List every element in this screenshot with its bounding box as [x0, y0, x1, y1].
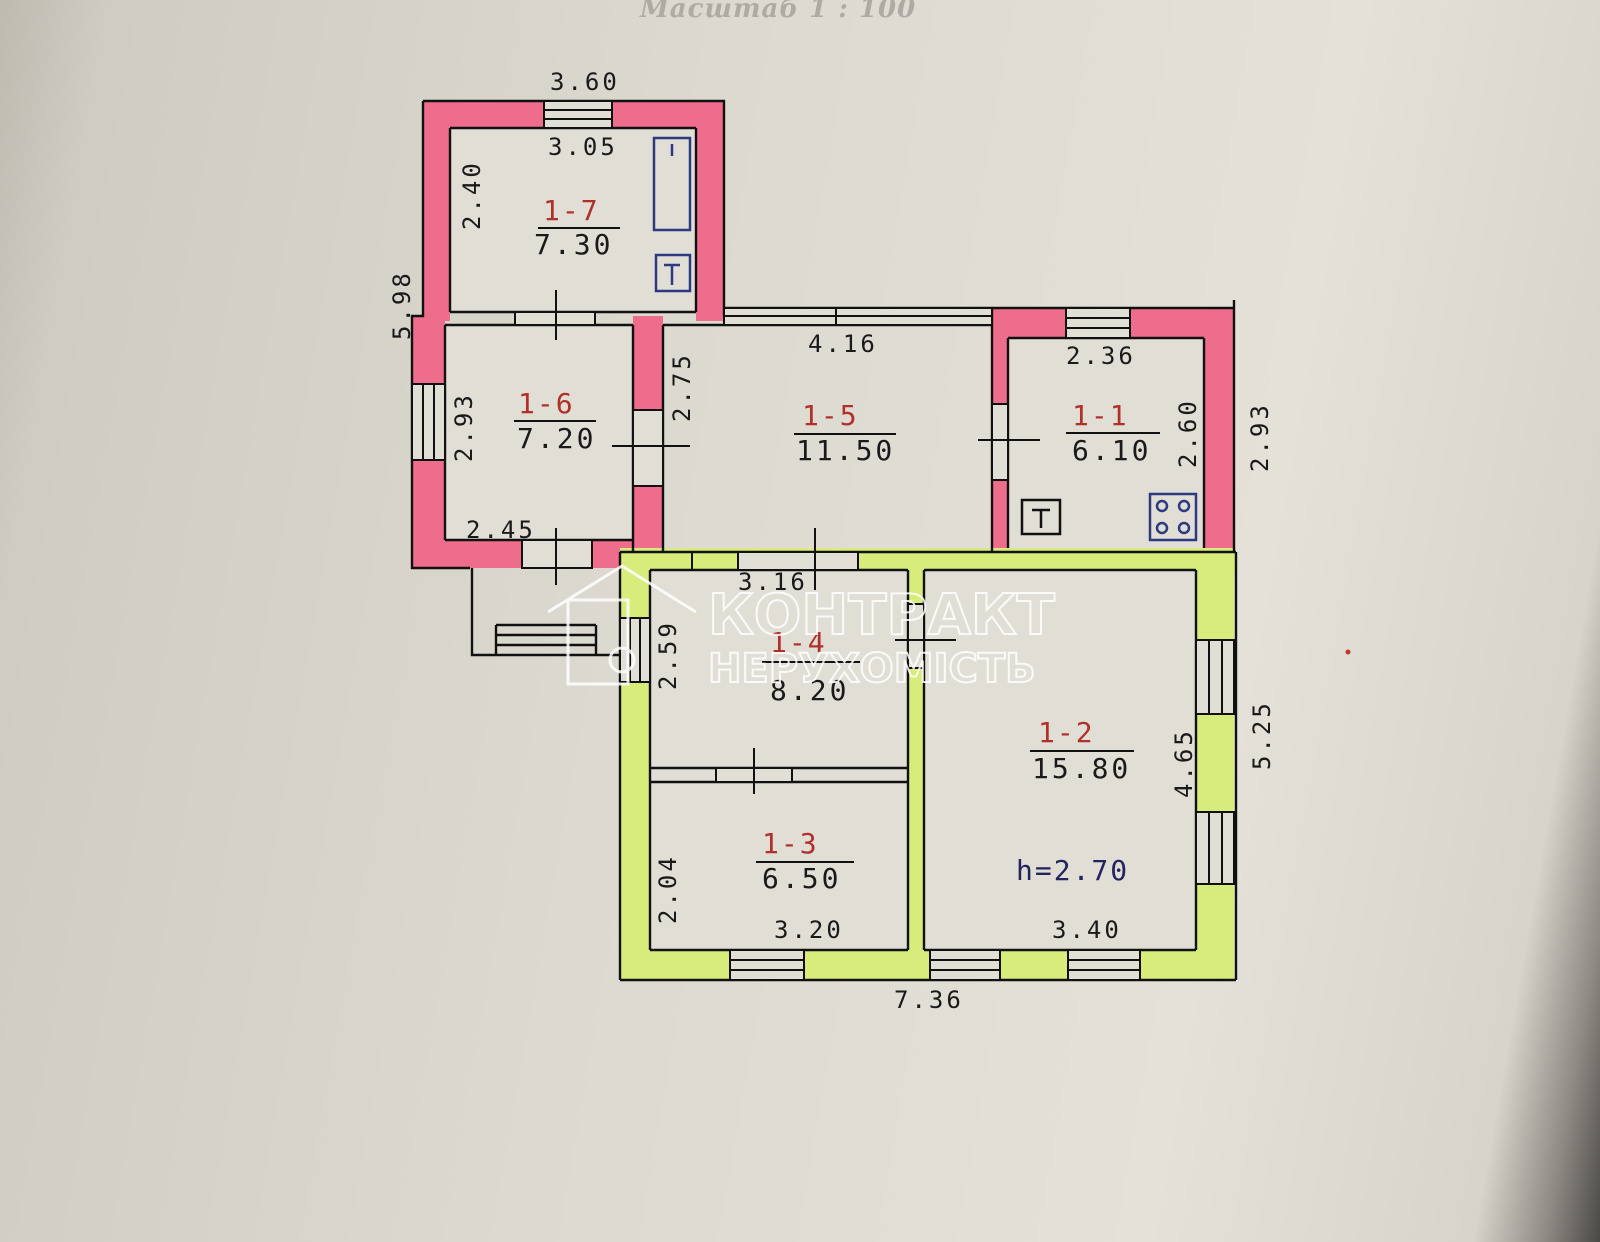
dim-height-1-4: 2.59: [654, 620, 682, 690]
dim-outer-right-1-1: 2.93: [1246, 402, 1274, 472]
dim-height-1-3: 2.04: [654, 854, 682, 924]
room-1-6-id: 1-6: [518, 387, 575, 420]
door-1-5-to-1-1: [978, 403, 1040, 481]
watermark-line-2: НЕРУХОМІСТЬ: [708, 646, 1036, 692]
room-1-7-area: 7.30: [534, 228, 613, 261]
room-1-5-area: 11.50: [796, 434, 895, 467]
room-1-1-area: 6.10: [1072, 434, 1151, 467]
house-logo-icon: [547, 564, 697, 686]
window-1-2-right-lower: [1195, 811, 1235, 885]
ink-dot: [1345, 649, 1351, 655]
dim-outer-bottom: 7.36: [894, 986, 964, 1014]
dim-outer-right-lower: 5.25: [1248, 700, 1276, 770]
dim-top-1-4: 3.16: [738, 568, 808, 596]
wall-1-1-right: [1204, 308, 1234, 550]
window-1-3-bottom: [729, 949, 805, 981]
dim-height-1-5: 2.75: [668, 352, 696, 422]
window-1-1-top: [1065, 307, 1131, 339]
room-1-6-area: 7.20: [517, 422, 596, 455]
door-1-5-to-1-4: [691, 528, 859, 590]
room-1-2-area: 15.80: [1032, 752, 1131, 785]
dim-height-1-7: 2.40: [458, 160, 486, 230]
window-1-2-bottom-left: [929, 949, 1001, 981]
door-1-6-to-1-5: [612, 409, 690, 487]
window-1-2-right-upper: [1195, 639, 1235, 715]
room-1-4-id: 1-4: [770, 626, 827, 659]
door-1-7-to-1-6: [514, 290, 596, 340]
window-1-5-top: [723, 307, 993, 326]
door-1-4-to-1-3: [715, 748, 793, 794]
window-1-6-left: [411, 383, 446, 461]
window-1-7-top: [543, 100, 613, 129]
door-1-4-to-1-2: [895, 603, 956, 669]
dim-top-1-5: 4.16: [808, 330, 878, 358]
wall-lower-left: [620, 548, 650, 976]
dim-bottom-1-6: 2.45: [466, 516, 536, 544]
scale-label: Масштаб 1 : 100: [640, 0, 917, 24]
watermark: КОНТРАКТ НЕРУХОМІСТЬ: [547, 564, 1056, 693]
dim-height-1-1: 2.60: [1174, 398, 1202, 468]
wall-lower-bottom: [620, 950, 1234, 980]
wall-lower-right: [1196, 548, 1234, 980]
stove-icon: [1148, 492, 1198, 542]
wall-1-7-right: [696, 101, 724, 321]
room-1-4-area: 8.20: [770, 674, 849, 707]
wall-1-7-left: [423, 101, 450, 321]
room-interiors: [445, 128, 1204, 950]
doors: [514, 290, 1040, 794]
room-1-2-id: 1-2: [1038, 716, 1095, 749]
dim-height-1-6: 2.93: [450, 392, 478, 462]
dim-bottom-1-2: 3.40: [1052, 916, 1122, 944]
room-1-3-id: 1-3: [762, 827, 819, 860]
dimension-labels: 3.60 3.05 2.40 5.98 2.93 2.45 2.75 4.16 …: [388, 68, 1276, 1014]
kitchen-sink-icon: [1020, 498, 1062, 536]
room-1-1-id: 1-1: [1072, 399, 1129, 432]
dim-top-1-1: 2.36: [1066, 342, 1136, 370]
room-1-5-id: 1-5: [802, 399, 859, 432]
door-1-6-exit: [521, 528, 593, 585]
room-1-3-area: 6.50: [762, 862, 841, 895]
dim-outer-left-total: 5.98: [388, 270, 416, 340]
dim-outer-top-1-7: 3.60: [550, 68, 620, 96]
dim-inner-top-1-7: 3.05: [548, 133, 618, 161]
ceiling-height: h=2.70: [1016, 854, 1129, 887]
fixtures: [652, 136, 1198, 542]
dim-height-1-2: 4.65: [1170, 728, 1198, 798]
watermark-line-1: КОНТРАКТ: [708, 583, 1055, 648]
room-1-7-id: 1-7: [543, 194, 600, 227]
bathtub-icon: [652, 136, 692, 232]
windows: [411, 100, 1235, 981]
room-labels: 1-7 7.30 1-6 7.20 1-5 11.50 1-1 6.10 1-4…: [514, 194, 1160, 895]
dim-bottom-1-3: 3.20: [774, 916, 844, 944]
sink-icon: [654, 253, 692, 293]
window-1-2-bottom-right: [1067, 949, 1141, 981]
